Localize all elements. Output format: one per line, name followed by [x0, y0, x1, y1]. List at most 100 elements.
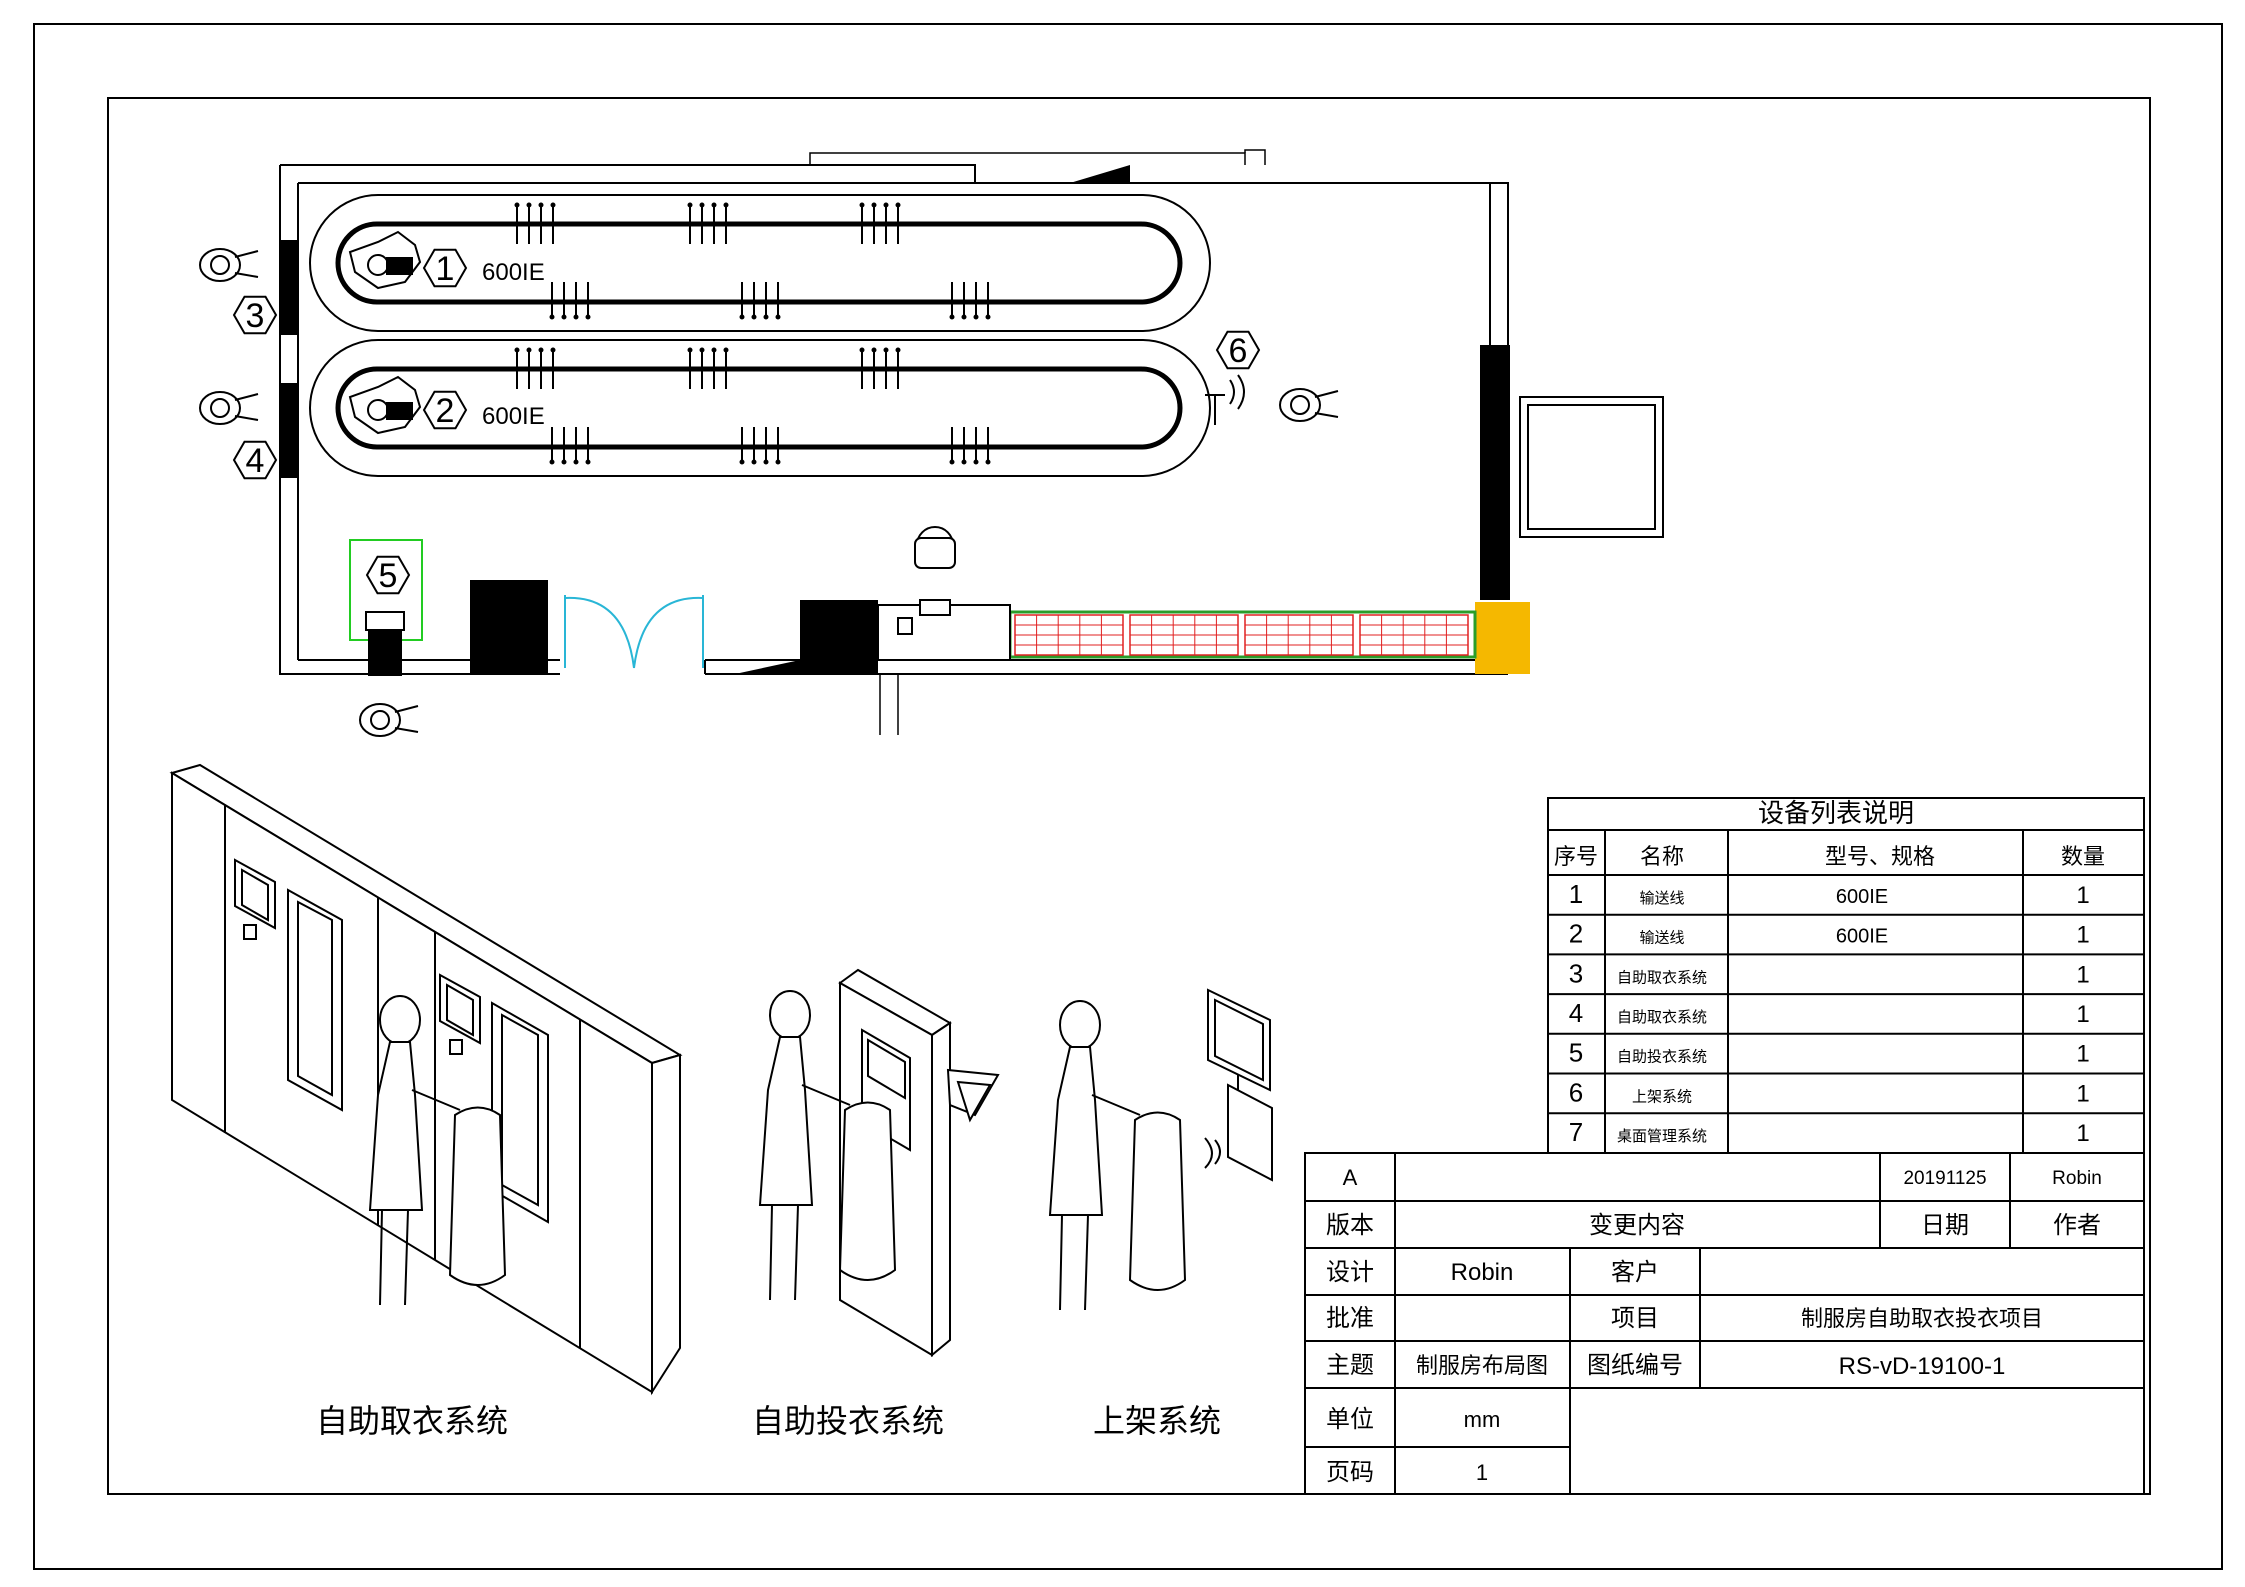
shelving-system-illustration	[1204, 988, 1273, 1182]
gate	[1475, 602, 1530, 674]
marker-6-label: 6	[1229, 332, 1248, 370]
inner-border	[107, 97, 2151, 1495]
rfid-reader	[1205, 374, 1245, 425]
page-value: 1	[1476, 1460, 1488, 1485]
motor-icon	[348, 375, 422, 435]
hanger-marks	[514, 202, 991, 465]
equipment-row: 2 输送线 600IE 1	[1569, 919, 2090, 949]
change-label: 变更内容	[1589, 1212, 1685, 1239]
equipment-cell: 自助投衣系统	[1617, 1049, 1707, 1066]
person-figure	[758, 990, 897, 1301]
marker-2: 2	[422, 390, 468, 430]
equipment-table	[1547, 797, 2145, 1154]
desk	[877, 526, 1011, 661]
equipment-row: 5 自助投衣系统 1	[1569, 1038, 2090, 1068]
equipment-cell: 5	[1569, 1038, 1583, 1068]
conveyor-2-model: 600IE	[482, 403, 545, 430]
project-value: 制服房自助取衣投衣项目	[1801, 1306, 2043, 1331]
conveyor-2	[309, 339, 1211, 477]
caption-deposit: 自助投衣系统	[752, 1403, 944, 1439]
equipment-cell: 上架系统	[1632, 1088, 1692, 1105]
title-block-text: A 20191125 Robin 版本 变更内容 日期 作者 设计 Robin …	[1326, 1165, 2102, 1486]
drawing-no-value: RS-vD-19100-1	[1839, 1353, 2006, 1380]
design-value: Robin	[1451, 1259, 1514, 1286]
equipment-cell: 3	[1569, 958, 1583, 988]
date-label: 日期	[1921, 1212, 1969, 1239]
equipment-cell: 6	[1569, 1077, 1583, 1107]
page-label: 页码	[1326, 1459, 1374, 1486]
title-block	[1304, 1152, 2145, 1495]
double-door	[564, 595, 704, 669]
equipment-cell: 600IE	[1836, 886, 1888, 908]
client-label: 客户	[1611, 1259, 1659, 1286]
drawing-no-label: 图纸编号	[1587, 1352, 1683, 1379]
equipment-row: 6 上架系统 1	[1569, 1077, 2090, 1107]
header-qty: 数量	[2061, 844, 2105, 869]
deposit-station	[349, 539, 423, 676]
worker-icon	[359, 703, 419, 737]
rack-grid	[1008, 610, 1477, 659]
project-label: 项目	[1611, 1305, 1659, 1332]
worker-icon	[199, 248, 259, 282]
equipment-rows: 1 输送线 600IE 1 2 输送线 600IE 1 3 自助取衣系统 1 4 自助取衣系统 1 5 自助投…	[1548, 879, 2144, 1147]
author-label: 作者	[2053, 1212, 2101, 1239]
revision-code: A	[1343, 1165, 1358, 1190]
outer-border	[33, 23, 2223, 1570]
equipment-cell: 1	[2076, 922, 2089, 949]
equipment-cell: 1	[2076, 882, 2089, 909]
person-figures	[368, 990, 1187, 1311]
motor-icon	[348, 230, 422, 290]
equipment-cell: 1	[2076, 1041, 2089, 1068]
unit-label: 单位	[1326, 1406, 1374, 1433]
wall-blocks	[280, 165, 1510, 675]
equipment-cell: 1	[2076, 961, 2089, 988]
subject-value: 制服房布局图	[1416, 1353, 1548, 1378]
person-figure	[368, 995, 507, 1306]
marker-layer: 1234567	[232, 248, 1261, 650]
design-label: 设计	[1326, 1259, 1374, 1286]
worker-layer	[199, 248, 1339, 737]
conveyor-1-model: 600IE	[482, 259, 545, 286]
equipment-cell: 输送线	[1639, 930, 1684, 947]
marker-5: 5	[365, 555, 411, 595]
worker-icon	[199, 391, 259, 425]
marker-1: 1	[422, 248, 468, 288]
equipment-cell: 1	[2076, 1080, 2089, 1107]
header-no: 序号	[1554, 844, 1598, 869]
header-name: 名称	[1640, 844, 1684, 869]
marker-3-label: 3	[246, 297, 265, 335]
person-figure	[1048, 1000, 1187, 1311]
caption-shelving: 上架系统	[1093, 1403, 1221, 1439]
marker-6: 6	[1215, 330, 1261, 370]
version-label: 版本	[1326, 1212, 1374, 1239]
equipment-cell: 输送线	[1639, 890, 1684, 907]
equipment-cell: 自助取衣系统	[1617, 969, 1707, 986]
equipment-row: 1 输送线 600IE 1	[1569, 879, 2090, 909]
equipment-cell: 1	[2076, 1120, 2089, 1147]
equipment-cell: 4	[1569, 998, 1583, 1028]
marker-3: 3	[232, 295, 278, 335]
side-room	[1519, 396, 1664, 538]
conveyor-1	[309, 194, 1211, 332]
marker-5-label: 5	[379, 557, 398, 595]
marker-4: 4	[232, 440, 278, 480]
equipment-cell: 2	[1569, 919, 1583, 949]
marker-2-label: 2	[436, 392, 455, 430]
equipment-cell: 1	[1569, 879, 1583, 909]
subject-label: 主题	[1326, 1352, 1374, 1379]
worker-icon	[1279, 388, 1339, 422]
equipment-cell: 自助取衣系统	[1617, 1009, 1707, 1026]
revision-author: Robin	[2052, 1168, 2102, 1189]
equipment-table-title: 设备列表说明	[1758, 799, 1914, 828]
revision-date: 20191125	[1903, 1168, 1986, 1189]
header-model: 型号、规格	[1825, 844, 1935, 869]
marker-1-label: 1	[436, 250, 455, 288]
equipment-cell: 桌面管理系统	[1617, 1128, 1707, 1145]
equipment-cell: 600IE	[1836, 926, 1888, 948]
approve-label: 批准	[1326, 1305, 1374, 1332]
caption-pickup: 自助取衣系统	[316, 1403, 508, 1439]
marker-4-label: 4	[246, 442, 265, 480]
